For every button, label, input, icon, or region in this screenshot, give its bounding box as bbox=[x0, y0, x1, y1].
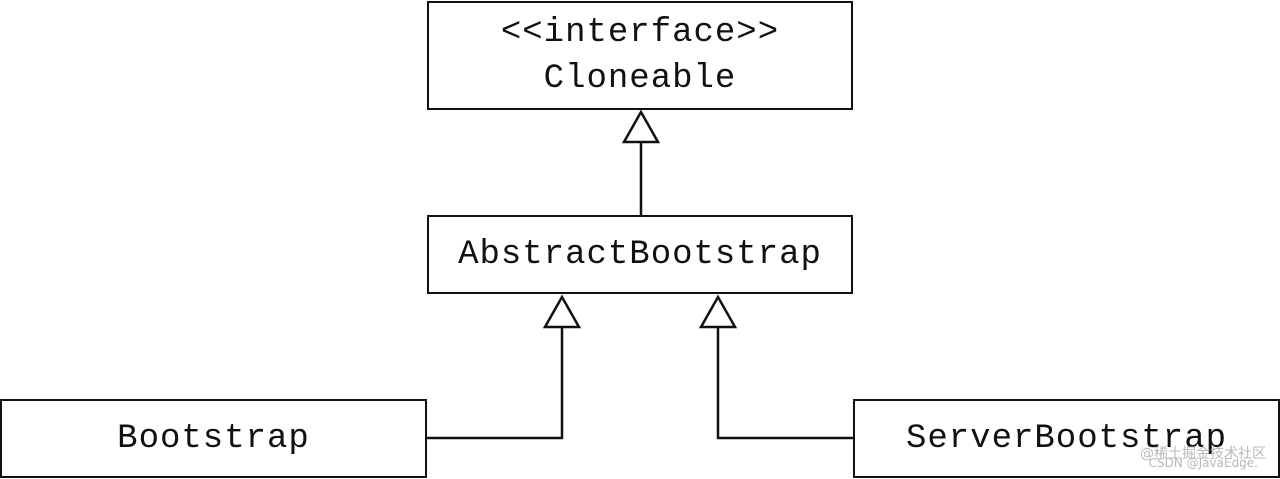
class-box-cloneable: <<interface>> Cloneable bbox=[427, 1, 853, 110]
class-box-bootstrap: Bootstrap bbox=[0, 399, 427, 478]
edge-bootstrap-to-abstractbootstrap bbox=[427, 327, 564, 440]
class-name-abstractbootstrap: AbstractBootstrap bbox=[458, 235, 822, 274]
class-name-cloneable: Cloneable bbox=[543, 59, 737, 98]
class-name-serverbootstrap: ServerBootstrap bbox=[905, 419, 1228, 458]
class-box-serverbootstrap: ServerBootstrap bbox=[853, 399, 1280, 478]
class-box-abstractbootstrap: AbstractBootstrap bbox=[427, 215, 853, 294]
generalization-arrowhead-icon bbox=[621, 109, 661, 144]
edge-serverbootstrap-to-abstractbootstrap bbox=[716, 327, 853, 440]
generalization-arrowhead-icon bbox=[542, 294, 582, 329]
interface-stereotype: <<interface>> bbox=[500, 13, 780, 52]
watermark-csdn: CSDN @JavaEdge. bbox=[1148, 456, 1258, 470]
generalization-arrowhead-icon bbox=[698, 294, 738, 329]
watermark-juejin: @稀土掘金技术社区 bbox=[1140, 446, 1266, 462]
class-name-bootstrap: Bootstrap bbox=[117, 419, 310, 458]
